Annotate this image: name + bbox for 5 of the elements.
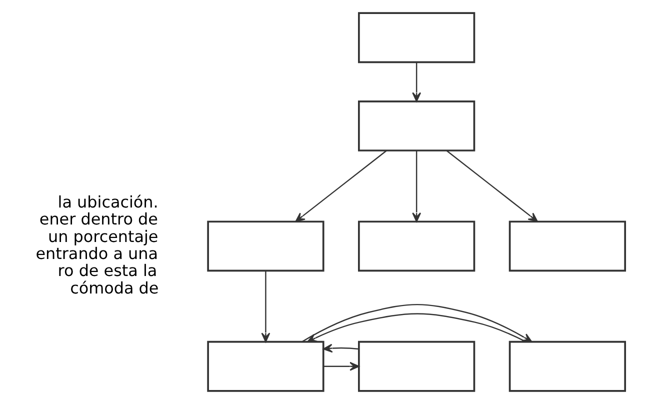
label: la ubicación. — [58, 192, 158, 212]
label: ener dentro de — [39, 210, 158, 229]
label: ro de esta la — [58, 261, 158, 280]
label: cómoda de — [70, 278, 159, 298]
label: un porcentaje — [48, 226, 158, 246]
